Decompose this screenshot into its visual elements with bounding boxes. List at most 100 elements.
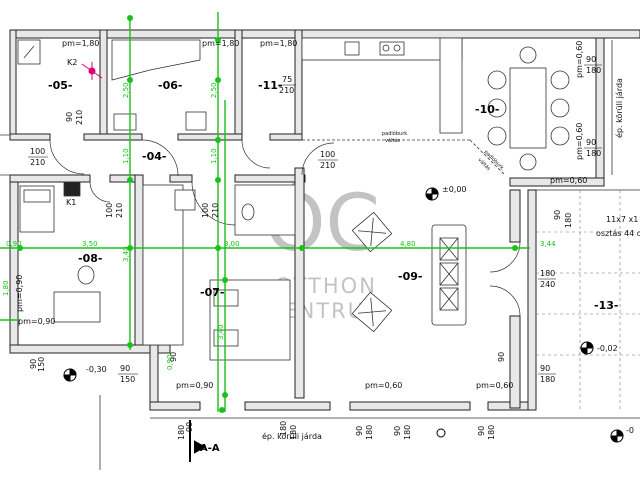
door-swing-08 xyxy=(89,181,111,203)
door-swing-11 xyxy=(241,139,271,169)
sill-10b: pm=0,60 xyxy=(575,123,584,160)
wall-07-09 xyxy=(294,167,305,399)
bedroom-furniture xyxy=(19,181,296,361)
window-10-width: 90 xyxy=(497,352,506,362)
window-9-width: 90 xyxy=(169,352,178,362)
wall-10-bottom xyxy=(509,177,605,187)
sink-icon xyxy=(344,41,360,56)
sidewalk-right-label: ép. körüli járda xyxy=(614,78,624,138)
window-8-height: 180 xyxy=(487,425,496,440)
door-swings xyxy=(0,134,521,317)
window-7-width: 90 xyxy=(393,426,402,436)
door-6-width: 90 xyxy=(65,112,74,122)
window-2-width: 90 xyxy=(586,138,596,147)
elevation-terrace: -0,02 xyxy=(597,344,618,353)
kitchen-counter xyxy=(301,37,506,176)
tiles-note: osztás 44 cm xyxy=(596,229,640,238)
dimension-ticks xyxy=(17,15,518,413)
door-swing-05 xyxy=(49,139,85,175)
room-07-label: -07- xyxy=(200,286,224,299)
room-labels: -05- -06- -11- -10- -04- -08- -07- -09- … xyxy=(48,79,618,312)
door-swing-06 xyxy=(141,139,179,177)
dim-v5: 3,40 xyxy=(122,246,130,262)
window-11-width: 90 xyxy=(185,422,194,432)
window-5-height: 150 xyxy=(37,357,46,372)
sill-11: pm=1,80 xyxy=(260,39,297,48)
dim-bottom: 0,90 xyxy=(166,354,174,370)
window-1-width: 90 xyxy=(586,55,596,64)
wall-07-top-a xyxy=(169,174,193,183)
room-04-label: -04- xyxy=(142,150,166,163)
wall-08-top-a xyxy=(9,174,91,183)
tiles-label: 11x7 x1 xyxy=(606,215,638,224)
section-marker xyxy=(189,420,207,462)
counter-side xyxy=(439,37,463,134)
wall-07-bottom-b xyxy=(244,401,331,411)
room-11-label: -11- xyxy=(258,79,282,92)
chair-icon xyxy=(487,98,507,118)
elevation-outside: -0,30 xyxy=(86,365,107,374)
dim-g2: 3,00 xyxy=(224,240,240,248)
wardrobe-08-icon xyxy=(142,184,184,346)
door-8-width: 90 xyxy=(120,364,130,373)
window-7-height: 180 xyxy=(403,425,412,440)
dining-table xyxy=(487,46,570,171)
burner-icon xyxy=(393,44,401,52)
chair-icon xyxy=(487,126,507,146)
wall-06-bottom xyxy=(177,133,243,141)
room-09-label: -09- xyxy=(398,270,422,283)
window-6-height: 180 xyxy=(365,425,374,440)
sill-09: pm=0,60 xyxy=(550,176,587,185)
terrace-door-a xyxy=(489,241,521,273)
k1-label: K1 xyxy=(66,198,76,207)
elevation-outside-right: -0 xyxy=(626,426,634,435)
sill-05: pm=1,80 xyxy=(62,39,99,48)
room-08-label: -08- xyxy=(78,252,102,265)
wall-11-bottom xyxy=(269,133,303,141)
table-icon xyxy=(509,67,547,149)
chair-icon xyxy=(550,70,570,90)
walls xyxy=(9,29,640,411)
room-05-label: -05- xyxy=(48,79,72,92)
door-7-width: 180 xyxy=(540,269,555,278)
sill-06: pm=1,80 xyxy=(202,39,239,48)
dim-g1: 3,50 xyxy=(82,240,98,248)
door-7-height: 240 xyxy=(540,280,555,289)
level-marker-small xyxy=(436,428,446,438)
section-label: A-A xyxy=(200,443,220,454)
elevation-main: ±0,00 xyxy=(442,185,467,194)
wall-07-left-lower xyxy=(149,344,159,411)
window-9-height: 180 xyxy=(177,425,186,440)
living-furniture xyxy=(351,211,467,333)
chair-icon xyxy=(519,46,537,64)
terrace-tiles xyxy=(536,190,640,410)
chair-icon xyxy=(487,70,507,90)
dim-v4: 1,10 xyxy=(210,148,218,164)
dim-g4: 3,44 xyxy=(540,240,556,248)
chair-icon xyxy=(550,98,570,118)
toilet-icon xyxy=(185,111,207,131)
window-4-height: 180 xyxy=(540,375,555,384)
sill-10: pm=0,60 xyxy=(575,41,584,78)
window-8-width: 90 xyxy=(477,426,486,436)
sidewalk-lines xyxy=(99,40,640,470)
room-06-label: -06- xyxy=(158,79,182,92)
wall-left-upper xyxy=(9,29,17,136)
green-dim-values: 3,50 3,00 4,80 3,44 2,50 2,50 1,10 1,10 … xyxy=(2,82,556,370)
sill-left-2: pm=0,90 xyxy=(18,317,55,326)
k2-label: K2 xyxy=(67,58,77,67)
window-4-width: 90 xyxy=(540,364,550,373)
door-5-height: 210 xyxy=(211,203,220,218)
kitchen-note-1: padlóburk. xyxy=(382,130,409,137)
dim-v3: 1,10 xyxy=(122,148,130,164)
wall-07-bottom-a xyxy=(149,401,201,411)
chair-icon xyxy=(550,126,570,146)
window-11-height: 180 xyxy=(279,421,288,436)
door-1-width: 100 xyxy=(30,147,45,156)
watermark-line1: OTTHON xyxy=(275,274,377,298)
k1-chimney-icon xyxy=(63,181,81,197)
dim-v1: 2,50 xyxy=(122,82,130,98)
wall-left-lower xyxy=(9,174,19,351)
sill-bottom-2: pm=0,60 xyxy=(365,381,402,390)
